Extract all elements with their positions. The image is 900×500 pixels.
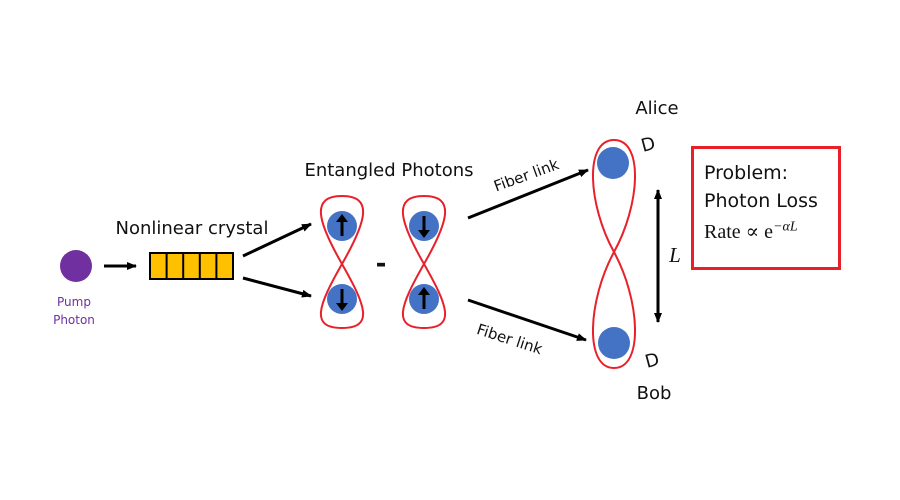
entangled-pair-1-loop xyxy=(319,194,365,330)
fiber-link-top-arrow xyxy=(467,168,589,220)
bob-photon xyxy=(598,327,630,359)
rate-text: Rate ∝ e xyxy=(704,221,774,243)
alice-detector-icon: D xyxy=(639,133,658,157)
arrow-up-icon xyxy=(418,287,430,309)
alice-label: Alice xyxy=(635,98,678,119)
arrow-down-icon xyxy=(418,216,430,238)
crystal-label: Nonlinear crystal xyxy=(116,218,269,239)
rate-exponent: −αL xyxy=(773,219,798,235)
pump-label-line2: Photon xyxy=(53,313,95,327)
problem-title: Problem: xyxy=(704,162,789,184)
entangled-pair-2-loop xyxy=(401,194,447,330)
fiber-link-bottom-arrow xyxy=(467,298,587,342)
entangled-label: Entangled Photons xyxy=(304,160,473,181)
crystal-to-lower-arrow xyxy=(242,276,312,298)
problem-subtitle: Photon Loss xyxy=(704,190,818,212)
fiber-link-top-label: Fiber link xyxy=(491,155,561,195)
arrow-down-icon xyxy=(336,289,348,311)
pump-photon xyxy=(60,250,92,282)
alice-photon xyxy=(597,147,629,179)
fiber-link-bottom-label: Fiber link xyxy=(474,320,544,358)
alice-bob-loop xyxy=(592,138,636,370)
crystal-to-upper-arrow xyxy=(242,222,312,258)
arrow-up-icon xyxy=(336,214,348,236)
problem-box: Problem: Photon Loss Rate ∝ e−αL xyxy=(691,146,841,270)
pump-label-line1: Pump xyxy=(57,295,91,309)
distance-label: L xyxy=(668,243,681,267)
minus-sign: - xyxy=(376,249,387,279)
bob-detector-icon: D xyxy=(643,349,662,373)
bob-label: Bob xyxy=(637,383,672,404)
nonlinear-crystal xyxy=(149,252,234,280)
rate-formula: Rate ∝ e−αL xyxy=(704,219,838,244)
